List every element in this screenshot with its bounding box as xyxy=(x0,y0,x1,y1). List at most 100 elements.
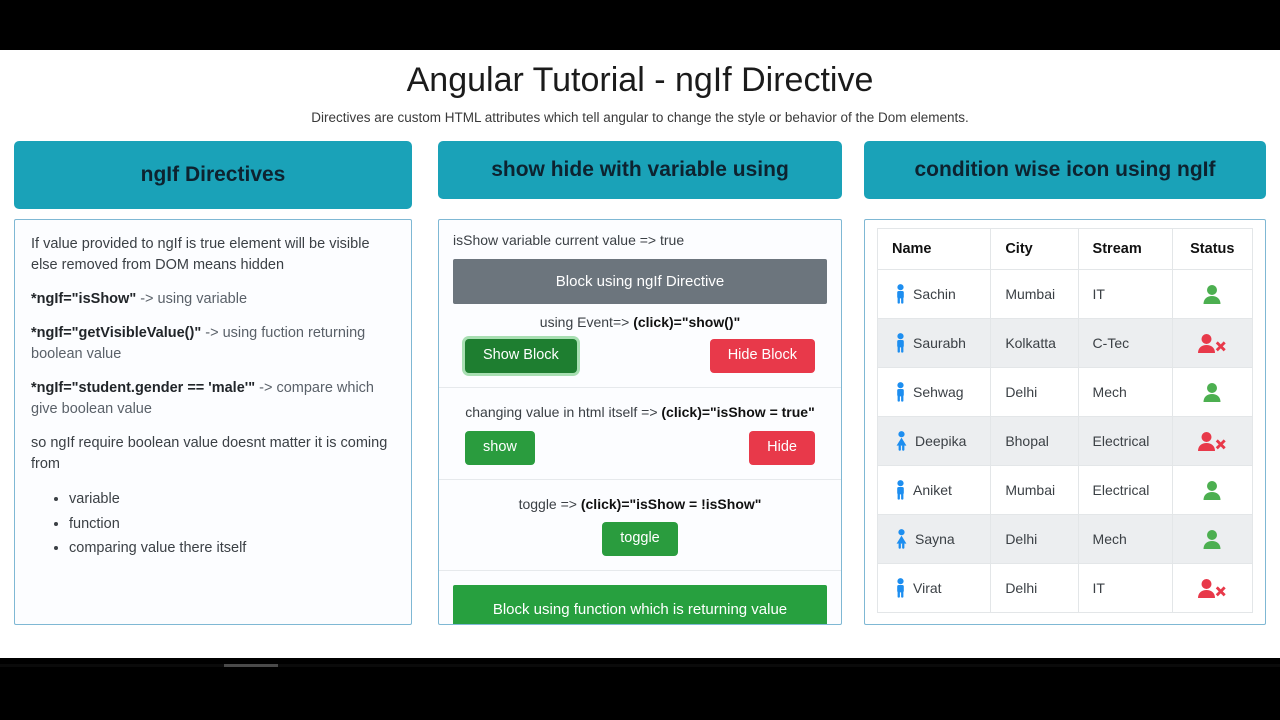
toggle-note-prefix: toggle => xyxy=(518,495,581,512)
panel-condition-icon: condition wise icon using ngIf Name City… xyxy=(864,141,1266,625)
cell-city: Kolkatta xyxy=(990,318,1079,368)
panel-show-hide-variable: show hide with variable using isShow var… xyxy=(438,141,842,625)
student-name: Saurabh xyxy=(913,335,966,351)
cell-city: Delhi xyxy=(990,514,1079,564)
panel-header-label: condition wise icon using ngIf xyxy=(914,158,1216,181)
toggle-note-code: (click)="isShow = !isShow" xyxy=(580,495,762,512)
cell-status xyxy=(1171,269,1254,319)
show-block-button[interactable]: Show Block xyxy=(465,339,577,373)
cell-status xyxy=(1171,416,1254,466)
panel-header-condition-icon: condition wise icon using ngIf xyxy=(864,141,1266,199)
hide-button[interactable]: Hide xyxy=(749,430,815,465)
user-times-icon xyxy=(1197,578,1227,598)
name-with-gender-icon: Sachin xyxy=(892,284,976,304)
male-icon xyxy=(892,382,909,402)
cell-status xyxy=(1171,465,1254,515)
male-icon xyxy=(892,284,909,304)
column-header-status: Status xyxy=(1171,228,1254,270)
name-with-gender-icon: Deepika xyxy=(892,431,976,451)
name-with-gender-icon: Sehwag xyxy=(892,382,976,402)
name-with-gender-icon: Sayna xyxy=(892,529,976,549)
code-snippet-student-gender: *ngIf="student.gender == 'male'" xyxy=(31,380,256,397)
video-letterbox-top xyxy=(0,0,1280,50)
section-event-binding: isShow variable current value => true Bl… xyxy=(439,220,841,388)
code-snippet-isshow: *ngIf="isShow" xyxy=(31,291,137,308)
event-note-prefix: using Event=> xyxy=(539,314,634,330)
table-header-row: Name City Stream Status xyxy=(876,228,1254,270)
description-paragraph-4: *ngIf="student.gender == 'male'" -> comp… xyxy=(31,378,395,420)
video-progress-buffered xyxy=(224,664,278,667)
cell-name: Deepika xyxy=(876,416,992,466)
code-note-2: -> using variable xyxy=(136,291,248,308)
cell-city: Mumbai xyxy=(990,465,1079,515)
section-inline-binding: changing value in html itself => (click)… xyxy=(439,388,841,480)
cell-stream: Mech xyxy=(1077,514,1173,564)
inline-note: changing value in html itself => (click)… xyxy=(453,404,827,420)
cell-city: Bhopal xyxy=(990,416,1079,466)
male-icon xyxy=(892,480,909,500)
description-paragraph-1: If value provided to ngIf is true elemen… xyxy=(31,236,370,274)
code-note-3: -> using fuction returning boolean value xyxy=(31,325,366,363)
panel-body-ngif-directives: If value provided to ngIf is true elemen… xyxy=(14,219,412,625)
video-letterbox-bottom xyxy=(0,658,1280,720)
cell-status xyxy=(1171,367,1254,417)
name-with-gender-icon: Virat xyxy=(892,578,976,598)
user-active-icon xyxy=(1201,284,1223,304)
cell-status xyxy=(1171,318,1254,368)
student-name: Sachin xyxy=(913,286,956,302)
video-progress-track[interactable] xyxy=(0,664,1280,667)
panel-header-label: ngIf Directives xyxy=(140,163,286,186)
cell-name: Virat xyxy=(876,563,992,613)
inline-button-row: show Hide xyxy=(453,430,827,465)
panel-header-ngif-directives: ngIf Directives xyxy=(14,141,412,209)
tutorial-page: Angular Tutorial - ngIf Directive Direct… xyxy=(0,50,1280,658)
toggle-button[interactable]: toggle xyxy=(602,521,678,556)
show-button[interactable]: show xyxy=(465,430,535,465)
column-header-city: City xyxy=(990,228,1079,270)
description-paragraph-2: *ngIf="isShow" -> using variable xyxy=(31,289,395,310)
panel-header-label: show hide with variable using xyxy=(491,158,789,181)
male-icon xyxy=(892,578,909,598)
name-with-gender-icon: Aniket xyxy=(892,480,976,500)
female-icon xyxy=(892,529,911,549)
student-name: Deepika xyxy=(915,433,967,449)
cell-status xyxy=(1171,514,1254,564)
female-icon xyxy=(892,431,911,451)
description-paragraph-3: *ngIf="getVisibleValue()" -> using fucti… xyxy=(31,323,395,365)
student-name: Aniket xyxy=(913,482,952,498)
user-active-icon xyxy=(1201,382,1223,402)
inline-note-prefix: changing value in html itself => xyxy=(465,403,662,420)
hide-block-button[interactable]: Hide Block xyxy=(709,339,815,373)
cell-status xyxy=(1171,563,1254,613)
cell-city: Mumbai xyxy=(990,269,1079,319)
ngif-directive-block: Block using ngIf Directive xyxy=(453,259,827,304)
description-paragraph-5: so ngIf require boolean value doesnt mat… xyxy=(31,435,388,473)
list-item: function xyxy=(69,513,395,535)
list-item: comparing value there itself xyxy=(69,537,395,559)
toggle-button-row: toggle xyxy=(453,521,827,556)
list-item: variable xyxy=(69,488,395,510)
isshow-status-text: isShow variable current value => true xyxy=(453,232,685,248)
student-name: Sayna xyxy=(915,531,955,547)
male-icon xyxy=(892,333,909,353)
event-button-row: Show Block Hide Block xyxy=(453,339,827,373)
user-active-icon xyxy=(1201,480,1223,500)
toggle-note: toggle => (click)="isShow = !isShow" xyxy=(453,496,827,512)
cell-name: Sayna xyxy=(876,514,992,564)
panel-header-show-hide: show hide with variable using xyxy=(438,141,842,199)
cell-city: Delhi xyxy=(990,563,1079,613)
cell-stream: IT xyxy=(1077,269,1173,319)
user-times-icon xyxy=(1197,431,1227,451)
cell-stream: Mech xyxy=(1077,367,1173,417)
cell-stream: IT xyxy=(1077,563,1173,613)
page-title: Angular Tutorial - ngIf Directive xyxy=(406,61,874,99)
panel-ngif-directives: ngIf Directives If value provided to ngI… xyxy=(14,141,412,625)
boolean-source-list: variable function comparing value there … xyxy=(31,488,395,559)
